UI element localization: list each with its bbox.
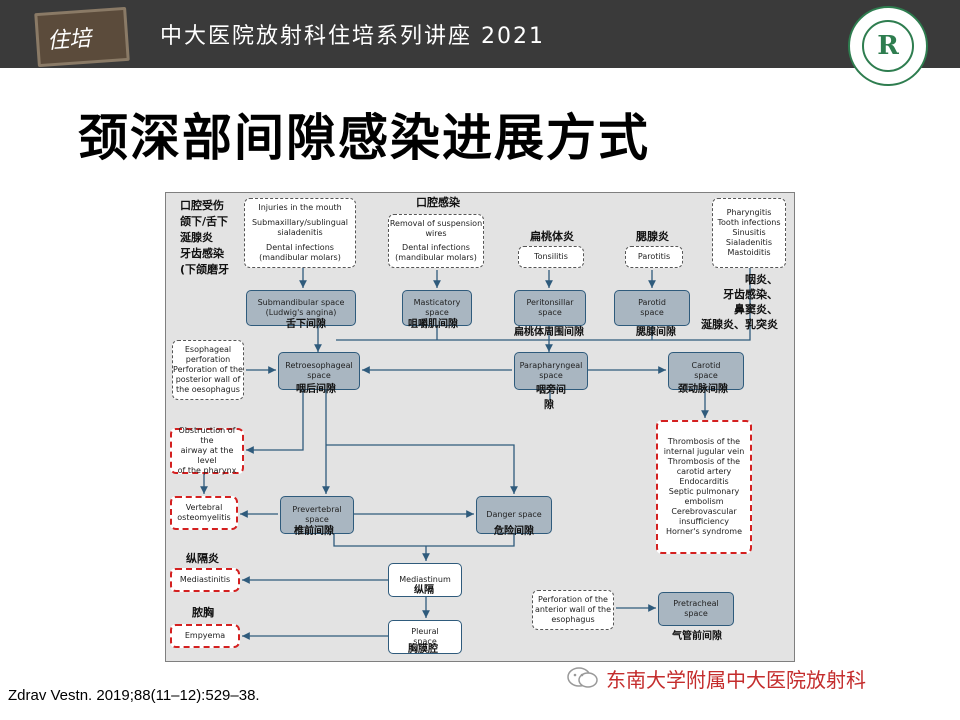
- badge-text: 住培: [46, 26, 93, 55]
- label-wires-zh: 口腔感染: [416, 196, 460, 209]
- box-perforation-anterior: Perforation of the anterior wall of the …: [532, 590, 614, 630]
- box-pretracheal-space: Pretracheal space: [658, 592, 734, 626]
- badge-sign-icon: 住培: [34, 6, 130, 68]
- box-danger-space: Danger space: [476, 496, 552, 534]
- box-parotid-space: Parotid space: [614, 290, 690, 326]
- box-mediastinitis: Mediastinitis: [170, 568, 240, 592]
- box-airway-obstruction: Obstruction of the airway at the level o…: [170, 426, 244, 475]
- box-esophageal-perforation: Esophageal perforation Perforation of th…: [172, 340, 244, 400]
- label-pretracheal-zh: 气管前间隙: [672, 631, 722, 642]
- wechat-icon: [567, 667, 598, 688]
- page-title: 颈深部间隙感染进展方式: [78, 109, 650, 167]
- box-cause-parotitis: Parotitis: [625, 246, 683, 268]
- label-retroesophageal-zh: 咽后间隙: [296, 384, 336, 395]
- box-mediastinum: Mediastinum: [388, 563, 462, 597]
- box-peritonsillar-space: Peritonsillar space: [514, 290, 586, 326]
- label-parotid-zh: 腮腺间隙: [636, 327, 676, 338]
- label-tonsil-zh: 扁桃体炎: [530, 230, 574, 243]
- label-mouth-zh: 口腔受伤 颌下/舌下 涎腺炎 牙齿感染 (下颌磨牙: [180, 199, 230, 276]
- hospital-logo-icon: R: [848, 6, 928, 86]
- box-empyema: Empyema: [170, 624, 240, 648]
- box-carotid-space: Carotid space: [668, 352, 744, 390]
- header-bar: 住培 中大医院放射科住培系列讲座 2021: [0, 0, 960, 68]
- label-mediastinitis-zh: 纵隔炎: [186, 552, 219, 565]
- box-cause-mouth: Injuries in the mouth Submaxillary/subli…: [244, 198, 356, 268]
- box-cause-wires: Removal of suspension wires Dental infec…: [388, 214, 484, 268]
- logo-letter: R: [862, 20, 914, 72]
- label-danger-zh: 危险间隙: [494, 526, 534, 537]
- label-mediastinum-zh: 纵隔: [414, 585, 434, 596]
- citation: Zdrav Vestn. 2019;88(11–12):529–38.: [8, 687, 260, 704]
- box-submandibular-space: Submandibular space (Ludwig's angina): [246, 290, 356, 326]
- box-cause-tonsil: Tonsilitis: [518, 246, 584, 268]
- box-vertebral-osteomyelitis: Vertebral osteomyelitis: [170, 496, 238, 530]
- box-masticatory-space: Masticatory space: [402, 290, 472, 326]
- header-title: 中大医院放射科住培系列讲座 2021: [160, 24, 545, 49]
- box-thrombosis-complications: Thrombosis of the internal jugular vein …: [656, 420, 752, 554]
- box-parapharyngeal-space: Parapharyngeal space: [514, 352, 588, 390]
- box-pleural-space: Pleural space: [388, 620, 462, 654]
- label-pharyngitis-zh: 咽炎、 牙齿感染、 鼻窦炎、 涎腺炎、乳突炎: [701, 273, 778, 331]
- label-parotitis-zh: 腮腺炎: [636, 230, 669, 243]
- watermark-text: 东南大学附属中大医院放射科: [606, 668, 866, 692]
- label-pleural-zh: 胸膜腔: [408, 644, 438, 655]
- label-submandibular-zh: 舌下间隙: [286, 319, 326, 330]
- box-cause-pharyngitis: Pharyngitis Tooth infections Sinusitis S…: [712, 198, 786, 268]
- label-empyema-zh: 脓胸: [192, 606, 214, 619]
- label-prevertebral-zh: 椎前间隙: [294, 526, 334, 537]
- label-peritonsillar-zh: 扁桃体周围间隙: [514, 327, 584, 338]
- box-prevertebral-space: Prevertebral space: [280, 496, 354, 534]
- box-retroesophageal-space: Retroesophageal space: [278, 352, 360, 390]
- label-masticatory-zh: 咀嚼肌间隙: [408, 319, 458, 330]
- label-carotid-zh: 颈动脉间隙: [678, 384, 728, 395]
- label-parapharyngeal-zh: 咽旁间 隙: [536, 385, 566, 411]
